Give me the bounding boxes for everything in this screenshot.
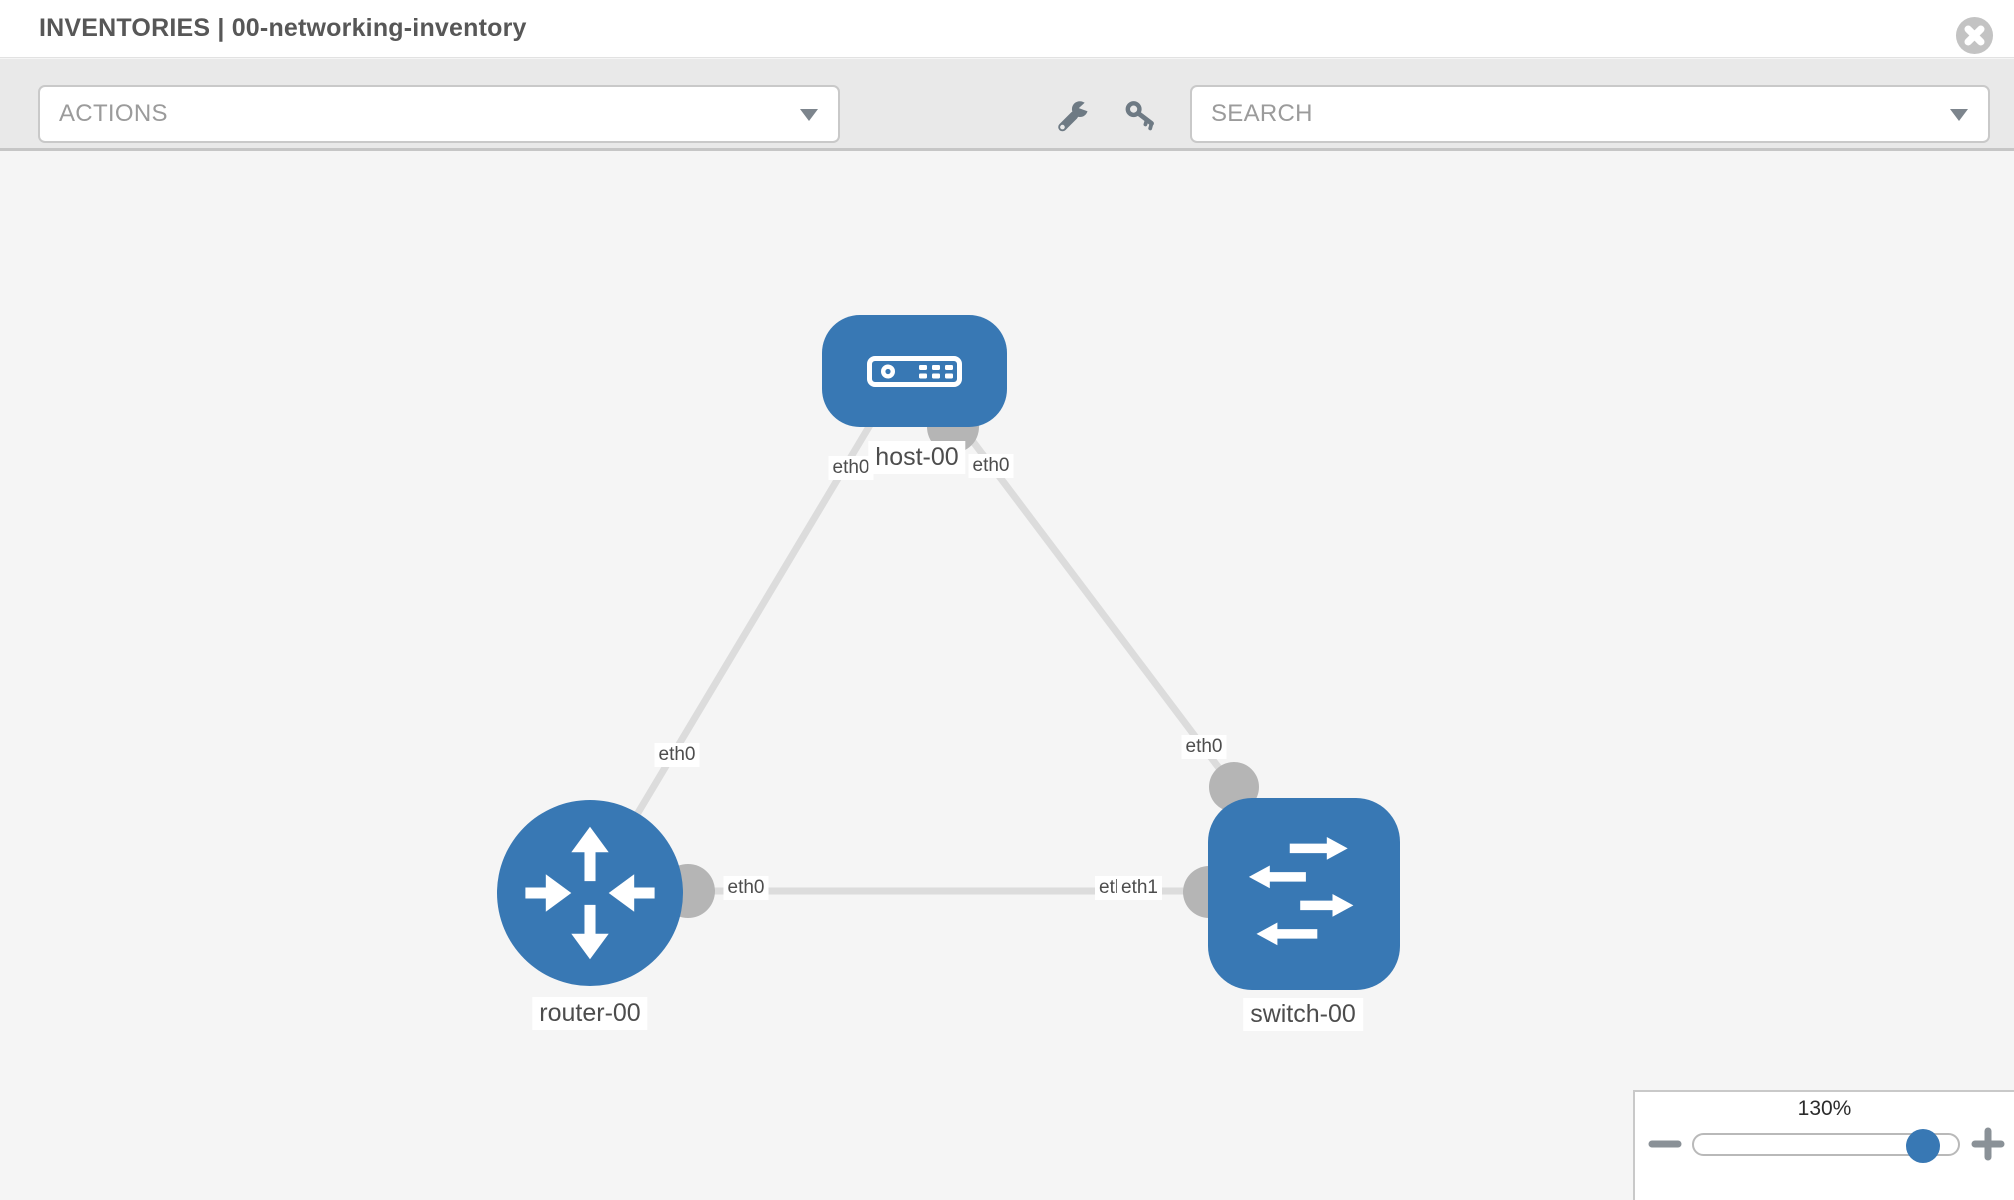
times-circle-icon [1955, 16, 1994, 55]
plus-icon [1971, 1127, 2005, 1161]
zoom-level-value: 130% [1797, 1097, 1852, 1120]
zoom-slider-track[interactable] [1692, 1129, 1960, 1163]
actions-dropdown-label: ACTIONS [59, 100, 168, 127]
search-dropdown[interactable]: SEARCH [1190, 85, 1990, 143]
node-router-00[interactable] [497, 800, 683, 986]
key-icon[interactable] [1122, 97, 1160, 135]
zoom-out-button[interactable] [1648, 1122, 1682, 1166]
toolbar: ACTIONS SEARCH [0, 59, 2014, 151]
page-title: INVENTORIES | 00-networking-inventory [39, 14, 527, 42]
interface-label: eth0 [654, 743, 700, 767]
switch-arrows-icon [1248, 837, 1354, 946]
chevron-down-icon [800, 109, 818, 121]
close-button[interactable] [1955, 16, 1994, 55]
node-host-00[interactable] [822, 315, 1007, 427]
zoom-in-button[interactable] [1971, 1122, 2005, 1166]
zoom-control-panel: 130% [1633, 1090, 2014, 1200]
interface-label: eth1 [1117, 876, 1162, 900]
router-arrows-icon [525, 826, 655, 960]
interface-label: eth0 [828, 456, 874, 480]
actions-dropdown[interactable]: ACTIONS [38, 85, 840, 143]
interface-label: eth0 [968, 454, 1014, 478]
topology-canvas[interactable]: host-00 router-00 switch-00 eth0 eth0 et… [0, 154, 2014, 1200]
interface-label: eth0 [1181, 735, 1227, 759]
header: INVENTORIES | 00-networking-inventory [0, 0, 2014, 58]
chevron-down-icon [1950, 109, 1968, 121]
link-host-router[interactable] [586, 398, 889, 895]
wrench-icon[interactable] [1054, 95, 1092, 135]
node-label-router-00: router-00 [532, 997, 648, 1030]
node-label-switch-00: switch-00 [1243, 998, 1363, 1031]
zoom-slider-handle[interactable] [1906, 1129, 1940, 1163]
host-server-icon [867, 355, 962, 387]
node-switch-00[interactable] [1208, 798, 1400, 990]
search-dropdown-label: SEARCH [1211, 100, 1313, 127]
minus-icon [1648, 1140, 1682, 1148]
node-label-host-00: host-00 [868, 441, 966, 474]
interface-label: eth0 [723, 876, 769, 900]
